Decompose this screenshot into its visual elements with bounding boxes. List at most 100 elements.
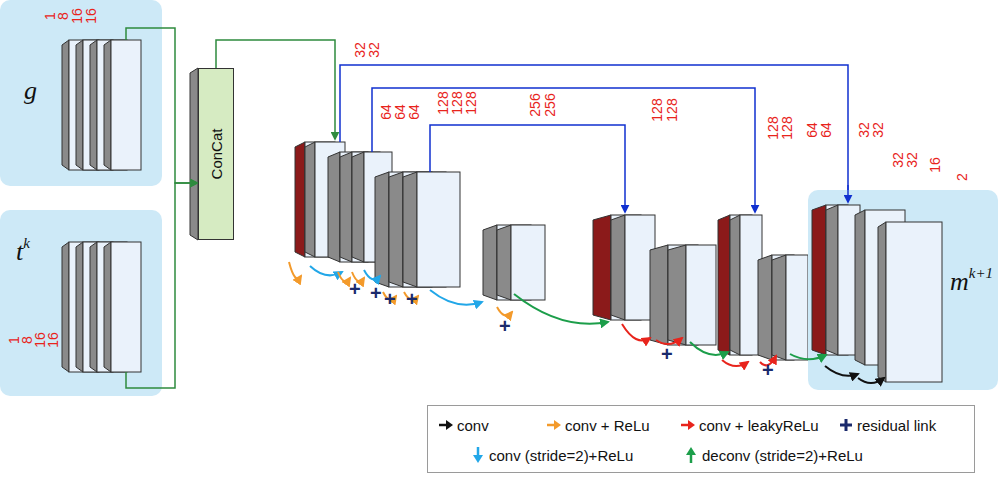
map-side [389, 172, 403, 287]
legend-sample [546, 416, 562, 434]
channel-count: 128 [463, 91, 477, 114]
layer-arrows [289, 262, 776, 366]
channel-count: 1 [7, 336, 21, 344]
feature-maps [295, 142, 808, 360]
layer-arrow [310, 266, 342, 275]
residual-mark: + [384, 289, 396, 309]
channel-count: 32 [905, 152, 919, 168]
channel-count: 16 [928, 157, 942, 173]
variable-name: m [950, 267, 969, 296]
map-front [111, 242, 141, 372]
skip-line [372, 88, 755, 212]
map-side [650, 245, 668, 345]
skip-line [340, 65, 848, 192]
layer-arrow [338, 272, 350, 281]
layer-arrow [690, 342, 728, 355]
map-side [878, 222, 886, 382]
map-front [786, 255, 808, 360]
legend-text: conv + leakyReLu [699, 417, 819, 434]
map-side [855, 210, 865, 365]
channel-count: 32 [857, 122, 871, 138]
input-panel: g [0, 0, 162, 186]
channel-count: 64 [407, 104, 421, 120]
legend-item: residual link [838, 416, 936, 434]
data-flow-line [162, 183, 197, 388]
channel-count: 128 [449, 91, 463, 114]
map-side [62, 242, 69, 372]
map-side [62, 40, 69, 170]
channel-count: 16 [33, 332, 47, 348]
residual-mark: + [762, 360, 774, 380]
channel-count: 128 [649, 98, 663, 121]
channel-count: 64 [379, 104, 393, 120]
output-panel: mk+1 [808, 190, 998, 390]
channel-count: 32 [367, 42, 381, 58]
map-side [611, 215, 625, 320]
legend-item: conv + leakyReLu [680, 416, 819, 434]
legend-item: conv [438, 416, 489, 434]
map-front [417, 172, 460, 287]
map-side [328, 152, 340, 262]
map-side [730, 215, 740, 355]
concat-side [190, 68, 198, 240]
channel-count: 64 [805, 122, 819, 138]
channel-count: 128 [664, 98, 678, 121]
legend-item: deconv (stride=2)+ReLu [683, 446, 863, 464]
concat-box: ConCat [198, 68, 234, 240]
channel-count: 8 [56, 12, 70, 20]
symbol-label: mk+1 [950, 266, 993, 295]
map-side [593, 215, 611, 320]
map-side [340, 152, 352, 262]
channel-count: 1 [43, 12, 57, 20]
map-side [104, 40, 111, 170]
legend-text: residual link [857, 417, 936, 434]
map-side [772, 255, 786, 360]
channel-count: 16 [84, 8, 98, 24]
map-side [718, 215, 730, 355]
map-front [511, 225, 545, 300]
superscript: k+1 [969, 265, 993, 281]
map-side [403, 172, 417, 287]
map-side [295, 142, 305, 257]
variable-name: g [24, 76, 37, 105]
channel-count: 256 [542, 93, 556, 116]
channel-count: 32 [871, 122, 885, 138]
residual-mark: + [349, 279, 361, 299]
map-side [483, 225, 497, 300]
channel-count: 64 [393, 104, 407, 120]
layer-arrow [430, 290, 482, 305]
map-side [812, 205, 826, 355]
layer-arrow [514, 294, 608, 324]
map-side [90, 40, 97, 170]
input-panel: tk [0, 210, 162, 396]
legend-text: deconv (stride=2)+ReLu [702, 447, 863, 464]
map-side [76, 242, 83, 372]
channel-count: 64 [819, 122, 833, 138]
legend-item: conv (stride=2)+ReLu [470, 446, 633, 464]
map-front [886, 222, 942, 382]
legend-text: conv [457, 417, 489, 434]
map-side [90, 242, 97, 372]
legend-text: conv + ReLu [565, 417, 650, 434]
map-side [104, 242, 111, 372]
channel-count: 128 [765, 116, 779, 139]
layer-arrow [289, 262, 301, 279]
legend-text: conv (stride=2)+ReLu [489, 447, 633, 464]
map-side [826, 205, 838, 355]
layer-arrow [497, 307, 512, 316]
symbol-label: tk [16, 236, 30, 265]
symbol-label: g [24, 78, 37, 104]
map-side [497, 225, 511, 300]
map-side [76, 40, 83, 170]
map-side [305, 142, 315, 257]
legend-sample [470, 446, 486, 464]
output-maps [808, 190, 998, 390]
map-front [686, 245, 716, 345]
channel-count: 256 [527, 93, 541, 116]
residual-mark: + [661, 344, 673, 364]
legend-sample [838, 416, 854, 434]
residual-mark: + [370, 283, 382, 303]
residual-mark: + [499, 316, 511, 336]
data-flow-line [162, 28, 197, 183]
